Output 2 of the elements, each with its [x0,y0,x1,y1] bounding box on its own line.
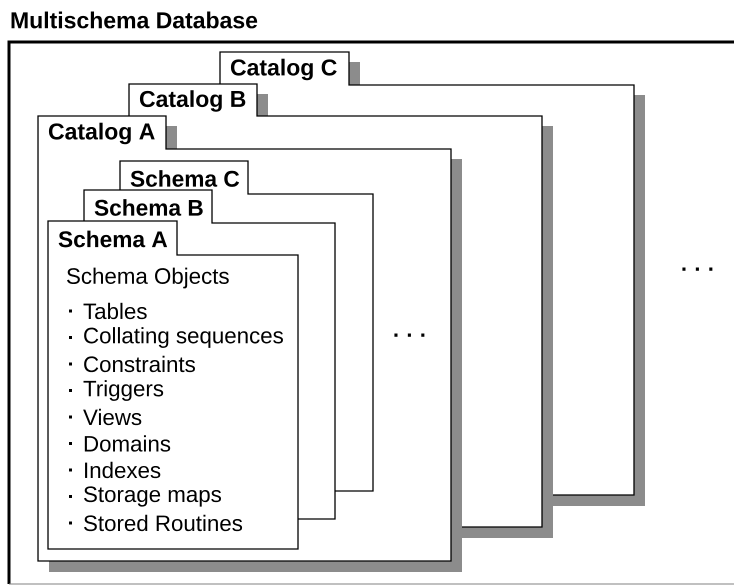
ellipsis: · · · [682,268,712,271]
ellipsis: · · · [394,334,424,337]
